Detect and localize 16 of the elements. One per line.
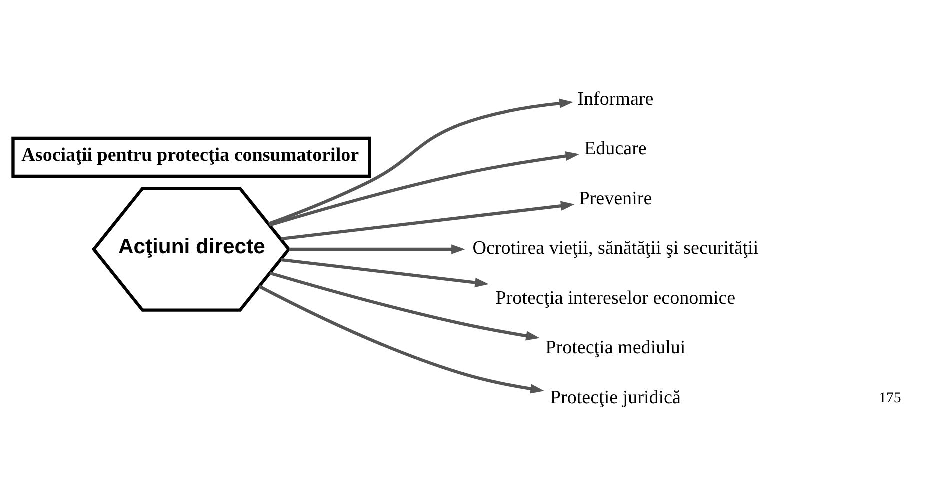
node-text: Protecţia mediului <box>545 338 686 359</box>
arrow <box>288 244 465 254</box>
arrow <box>268 98 573 226</box>
arrow <box>269 272 540 341</box>
arrow <box>258 285 544 394</box>
arrow <box>280 201 574 241</box>
arrow <box>280 258 488 288</box>
node-text: Educare <box>584 138 646 160</box>
node-text: Informare <box>577 88 654 110</box>
node-text: Prevenire <box>578 188 652 210</box>
node-text: Ocrotirea vieţii, sănătăţii şi securităţii <box>472 238 758 260</box>
arrow <box>268 152 580 227</box>
label: 175 <box>878 390 901 407</box>
node-box: Asociaţii pentru protecţia consumatorilor <box>11 136 371 178</box>
node-text: Protecţie juridică <box>550 387 680 408</box>
node-text: Protecţia intereselor economice <box>495 288 736 309</box>
